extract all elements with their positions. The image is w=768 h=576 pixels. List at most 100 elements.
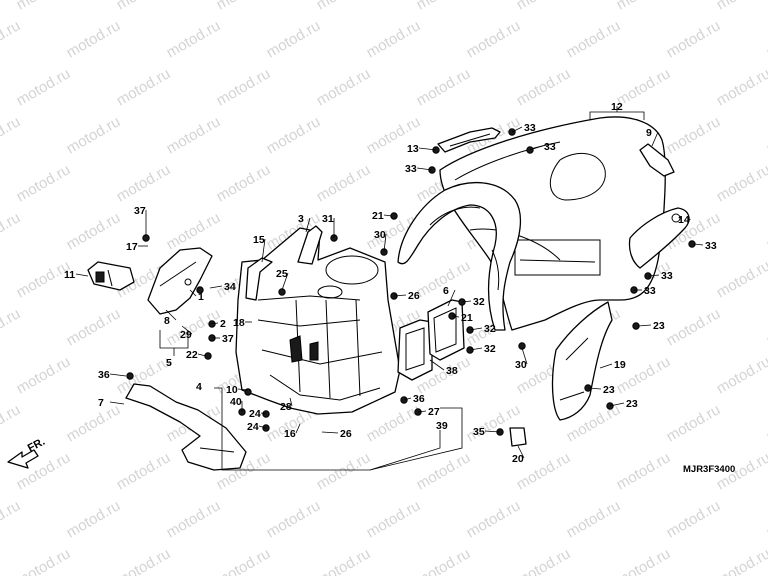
- callout-32: 32: [473, 296, 485, 308]
- seat-lock-cylinder: [87, 261, 135, 291]
- callout-21: 21: [461, 312, 473, 324]
- callout-24: 24: [247, 421, 259, 433]
- leader-line: [517, 445, 525, 459]
- leader-line: [261, 238, 266, 263]
- leader-line: [189, 289, 197, 297]
- watermark-text: motod.ru: [214, 161, 274, 205]
- leader-line: [281, 272, 289, 291]
- watermark-text: motod.ru: [764, 113, 768, 157]
- callout-19: 19: [614, 359, 626, 371]
- callout-38: 38: [446, 365, 458, 377]
- watermark-text: motod.ru: [364, 497, 424, 541]
- grab-rail-left: [437, 127, 501, 153]
- leader-line: [403, 397, 412, 401]
- watermark-text: motod.ru: [214, 0, 274, 13]
- watermark-text: motod.ru: [164, 305, 224, 349]
- callout-21: 21: [372, 210, 384, 222]
- leader-line: [209, 285, 223, 289]
- watermark-text: motod.ru: [0, 305, 23, 349]
- leader-line: [383, 233, 387, 253]
- callout-3: 3: [298, 213, 304, 225]
- watermark-text: motod.ru: [714, 161, 768, 205]
- leader-line: [109, 401, 125, 405]
- watermark-text: motod.ru: [164, 497, 224, 541]
- callout-33: 33: [544, 141, 556, 153]
- leader-line: [447, 289, 456, 307]
- watermark-text: motod.ru: [0, 17, 23, 61]
- callout-7: 7: [98, 397, 104, 409]
- callout-37: 37: [222, 333, 234, 345]
- leader-line: [295, 423, 301, 434]
- leader-line: [469, 347, 483, 351]
- leader-line: [109, 373, 127, 377]
- watermark-text: motod.ru: [614, 545, 674, 576]
- leader-line: [469, 327, 483, 331]
- watermark-text: motod.ru: [664, 497, 724, 541]
- callout-5: 5: [166, 357, 172, 369]
- watermark-text: motod.ru: [64, 17, 124, 61]
- leader-line: [511, 126, 523, 133]
- callout-4: 4: [196, 381, 202, 393]
- watermark-text: motod.ru: [0, 497, 23, 541]
- leader-line: [383, 214, 393, 217]
- callout-15: 15: [253, 234, 265, 246]
- watermark-text: motod.ru: [14, 545, 74, 576]
- fender-inner-liner: [397, 181, 522, 331]
- callout-25: 25: [276, 268, 288, 280]
- leader-line: [599, 363, 613, 369]
- watermark-text: motod.ru: [0, 113, 23, 157]
- watermark-text: motod.ru: [714, 545, 768, 576]
- leader-line: [258, 425, 267, 429]
- callout-36: 36: [98, 369, 110, 381]
- leader-line: [289, 397, 293, 407]
- callout-26: 26: [340, 428, 352, 440]
- callout-26: 26: [408, 290, 420, 302]
- callout-6: 6: [443, 285, 449, 297]
- watermark-text: motod.ru: [164, 113, 224, 157]
- leader-line: [237, 388, 249, 391]
- callout-23: 23: [653, 320, 665, 332]
- watermark-text: motod.ru: [14, 65, 74, 109]
- front-direction-label: FR.: [26, 436, 47, 455]
- leader-line: [609, 402, 625, 407]
- callout-33: 33: [405, 163, 417, 175]
- leader-line: [521, 347, 528, 365]
- bolt: [126, 372, 134, 380]
- watermark-text: motod.ru: [214, 65, 274, 109]
- watermark-text: motod.ru: [764, 209, 768, 253]
- watermark-text: motod.ru: [64, 113, 124, 157]
- callout-31: 31: [322, 213, 334, 225]
- callout-32: 32: [484, 343, 496, 355]
- callout-22: 22: [186, 349, 198, 361]
- callout-23: 23: [603, 384, 615, 396]
- leader-line: [165, 309, 177, 321]
- callout-13: 13: [407, 143, 419, 155]
- leader-line: [587, 387, 602, 390]
- leader-line: [529, 145, 543, 151]
- watermark-text: motod.ru: [14, 0, 74, 13]
- callout-28: 28: [280, 401, 292, 413]
- watermark-text: motod.ru: [664, 401, 724, 445]
- leader-line: [75, 273, 89, 277]
- callout-29: 29: [180, 329, 192, 341]
- watermark-text: motod.ru: [214, 545, 274, 576]
- callout-10: 10: [226, 384, 238, 396]
- callout-33: 33: [661, 270, 673, 282]
- watermark-text: motod.ru: [314, 449, 374, 493]
- watermark-text: motod.ru: [564, 497, 624, 541]
- watermark-text: motod.ru: [764, 17, 768, 61]
- watermark-text: motod.ru: [414, 449, 474, 493]
- leader-line: [461, 300, 472, 303]
- watermark-text: motod.ru: [414, 0, 474, 13]
- watermark-text: motod.ru: [314, 0, 374, 13]
- watermark-text: motod.ru: [714, 0, 768, 13]
- leader-line: [651, 131, 659, 147]
- rear-rail-right: [639, 143, 675, 177]
- callout-39: 39: [436, 420, 448, 432]
- watermark-text: motod.ru: [364, 401, 424, 445]
- watermark-text: motod.ru: [314, 161, 374, 205]
- leader-line: [637, 324, 652, 327]
- watermark-text: motod.ru: [714, 65, 768, 109]
